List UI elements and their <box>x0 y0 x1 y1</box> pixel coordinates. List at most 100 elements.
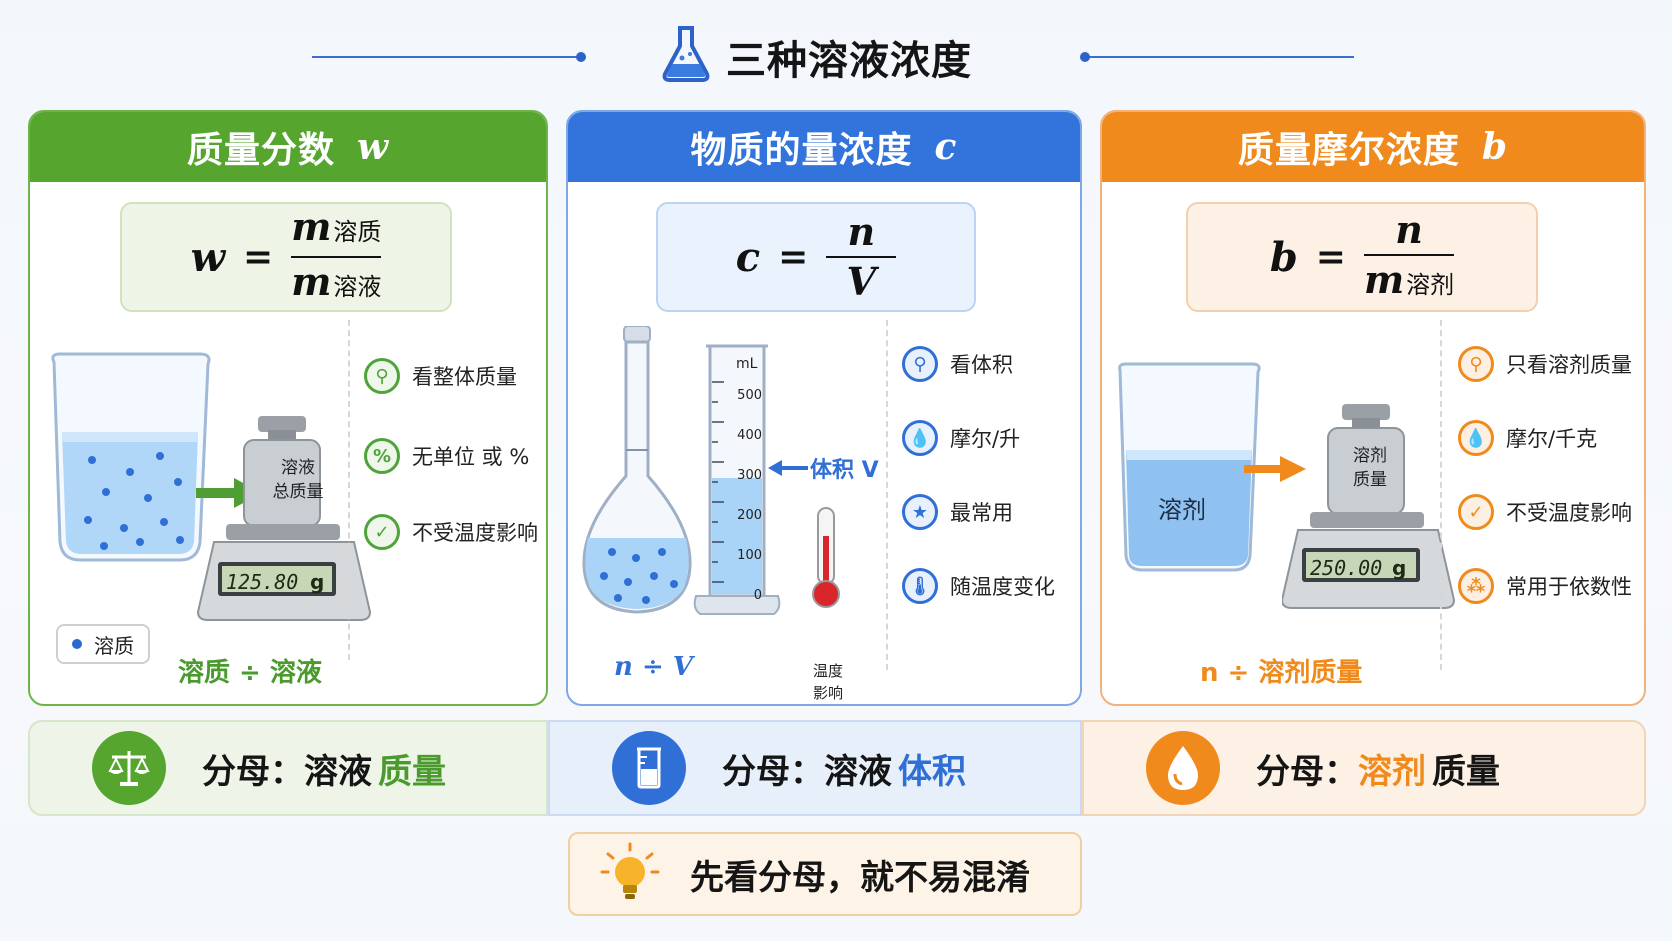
scale-illustration <box>1282 404 1456 609</box>
cylinder-unit: mL <box>736 356 758 372</box>
feature-item: ✓不受温度影响 <box>364 514 538 550</box>
title-dot-left <box>576 52 586 62</box>
denominator-var: V <box>846 259 876 304</box>
balance-icon <box>92 731 166 805</box>
graduated-cylinder-illustration <box>693 344 781 615</box>
panel-title: 质量摩尔浓度 <box>1237 130 1460 171</box>
flask-icon <box>662 26 710 82</box>
feature-item: ★最常用 <box>902 494 1013 530</box>
cylinder-ticks: 500 400 300 200 100 0 <box>737 388 762 603</box>
summary-mass-fraction: 分母：溶液质量 <box>28 720 548 816</box>
denominator-sub: 溶液 <box>333 273 382 301</box>
legend-solute: 溶质 <box>56 624 150 664</box>
feature-item: %无单位 或 % <box>364 438 529 474</box>
feature-item: 💧摩尔/千克 <box>1458 420 1597 456</box>
panel-caption: n ÷ 溶剂质量 <box>1200 658 1363 688</box>
scale-unit: g <box>310 570 325 594</box>
title-dot-right <box>1080 52 1090 62</box>
title-line-right <box>1086 56 1354 58</box>
percent-icon: % <box>364 438 400 474</box>
formula-box: c = n V <box>656 202 976 312</box>
tip-box: 先看分母，就不易混淆 <box>568 832 1082 916</box>
divider <box>886 320 888 670</box>
formula-lhs: b <box>1269 233 1298 281</box>
scale-label: 溶液 总质量 <box>272 458 324 502</box>
fraction-bar <box>291 256 382 258</box>
volume-label: 体积 V <box>810 458 879 483</box>
scale-unit: g <box>1392 556 1407 580</box>
numerator-sub: 溶质 <box>333 218 382 246</box>
fraction-bar <box>826 256 897 258</box>
scale-reading: 125.80 <box>226 570 299 594</box>
formula-lhs: w <box>190 233 226 281</box>
arrow-right-icon <box>1244 456 1306 482</box>
title-line-left <box>312 56 580 58</box>
beaker-illustration <box>51 352 211 562</box>
formula-fraction: n V <box>826 208 897 306</box>
thermo-label: 温度 影响 <box>812 662 843 702</box>
panel-header: 质量分数 w <box>30 112 546 182</box>
fraction-bar <box>1363 253 1455 256</box>
arrow-left-icon <box>768 460 808 476</box>
feature-item: ⚲看体积 <box>902 346 1013 382</box>
star-icon: ★ <box>902 494 938 530</box>
volumetric-flask-illustration <box>582 326 692 614</box>
feature-item: 🌡随温度变化 <box>902 568 1055 604</box>
numerator-var: n <box>847 209 876 254</box>
magnifier-icon: ⚲ <box>364 358 400 394</box>
drop-icon: 💧 <box>902 420 938 456</box>
panel-symbol: c <box>934 126 958 168</box>
scale-illustration <box>196 416 372 621</box>
panel-symbol: w <box>357 126 389 168</box>
numerator-var: n <box>1395 206 1423 252</box>
denominator-var: m <box>1363 256 1405 302</box>
formula-lhs: c <box>735 233 761 281</box>
thermometer-illustration <box>812 507 840 608</box>
formula-equals: = <box>1315 236 1346 278</box>
summary-molarity: 分母：溶液体积 <box>548 720 1082 816</box>
feature-item: ⁂常用于依数性 <box>1458 568 1632 604</box>
beaker-icon <box>612 731 686 805</box>
thermometer-icon: 🌡 <box>902 568 938 604</box>
panel-title: 物质的量浓度 <box>690 130 913 171</box>
magnifier-icon: ⚲ <box>902 346 938 382</box>
scale-label: 溶剂 质量 <box>1353 446 1387 490</box>
beaker-label: 溶剂 <box>1158 496 1206 524</box>
scale-reading: 250.00 <box>1310 556 1383 580</box>
formula-equals: = <box>243 236 274 278</box>
tip-text: 先看分母，就不易混淆 <box>690 857 1030 898</box>
summary-text: 分母：溶剂质量 <box>1256 751 1500 792</box>
page-title: 三种溶液浓度 <box>726 38 972 84</box>
feature-item: 💧摩尔/升 <box>902 420 1020 456</box>
panel-symbol: b <box>1481 126 1509 168</box>
shield-icon: ✓ <box>1458 494 1494 530</box>
divider <box>1440 320 1442 670</box>
summary-text: 分母：溶液质量 <box>202 751 446 792</box>
formula-equals: = <box>778 236 809 278</box>
magnifier-icon: ⚲ <box>1458 346 1494 382</box>
lightbulb-icon <box>600 842 660 899</box>
panel-caption: 溶质 ÷ 溶液 <box>178 658 322 688</box>
drop-icon: 💧 <box>1458 420 1494 456</box>
panel-header: 物质的量浓度 c <box>568 112 1080 182</box>
numerator-var: m <box>291 204 332 249</box>
denominator-var: m <box>291 259 332 304</box>
drop-icon <box>1146 731 1220 805</box>
panel-header: 质量摩尔浓度 b <box>1102 112 1644 182</box>
feature-item: ✓不受温度影响 <box>1458 494 1632 530</box>
network-icon: ⁂ <box>1458 568 1494 604</box>
summary-text: 分母：溶液体积 <box>722 751 966 792</box>
panel-caption: n ÷ V <box>614 652 693 682</box>
summary-molality: 分母：溶剂质量 <box>1082 720 1646 816</box>
divider <box>348 320 350 660</box>
panel-molarity: 物质的量浓度 c c = n V <box>566 110 1082 706</box>
beaker-illustration <box>1118 362 1261 572</box>
shield-icon: ✓ <box>364 514 400 550</box>
feature-item: ⚲看整体质量 <box>364 358 517 394</box>
feature-item: ⚲只看溶剂质量 <box>1458 346 1632 382</box>
